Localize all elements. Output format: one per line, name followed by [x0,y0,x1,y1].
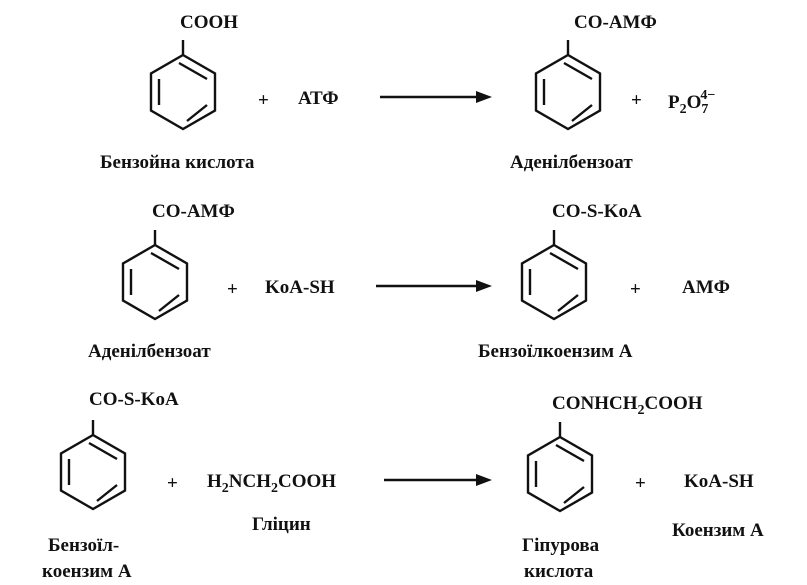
plus-sign: + [630,279,641,300]
product-1-name: Аденілбензоат [510,152,633,173]
product-3-name-line1: Гіпурова [522,535,600,556]
benzene-ring-icon [520,230,588,321]
reaction-arrow-icon [376,280,492,292]
reaction-arrow-icon [384,474,492,486]
reactant-3-group: CO-S-KoA [89,389,179,410]
benzene-ring-icon [534,40,602,131]
benzene-ring-icon [526,422,594,513]
reactant-3-name-line1: Бензоїл- [48,535,119,556]
benzene-ring-icon [149,40,217,131]
byproduct-3-formula: KoA-SH [684,471,754,492]
reaction-2: CO-AMФ Аденілбензоат + KoA-SH CO-S-KoA Б… [88,201,730,362]
byproduct-3-name: Коензим А [672,520,764,541]
reaction-1: COOH Бензойна кислота + АТФ CO-AMФ Адені… [100,12,715,173]
plus-sign: + [631,90,642,111]
plus-sign: + [258,90,269,111]
benzene-ring-icon [121,230,189,321]
reaction-3: CO-S-KoA Бензоїл- коензим А + H2NCH2COOH… [42,389,764,582]
product-2-group: CO-S-KoA [552,201,642,222]
reactant-2-group: CO-AMФ [152,201,235,222]
pyrophosphate-formula: P2O74− [668,88,715,117]
glycine-formula: H2NCH2COOH [207,471,336,496]
reactant-2-name: Аденілбензоат [88,341,211,362]
reaction-arrow-icon [380,91,492,103]
product-3-group: CONHCH2COOH [552,393,703,418]
byproduct-2: AMФ [682,277,730,298]
benzene-ring-icon [59,420,127,511]
reagent-1: АТФ [298,88,339,109]
plus-sign: + [167,473,178,494]
reactant-1-group: COOH [180,12,238,33]
product-2-name: Бензоїлкоензим А [478,341,633,362]
reactant-1-name: Бензойна кислота [100,152,255,173]
reagent-2: KoA-SH [265,277,335,298]
plus-sign: + [227,279,238,300]
product-3-name-line2: кислота [524,561,594,582]
reactant-3-name-line2: коензим А [42,561,132,582]
product-1-group: CO-AMФ [574,12,657,33]
glycine-name: Гліцин [252,514,311,535]
plus-sign: + [635,473,646,494]
